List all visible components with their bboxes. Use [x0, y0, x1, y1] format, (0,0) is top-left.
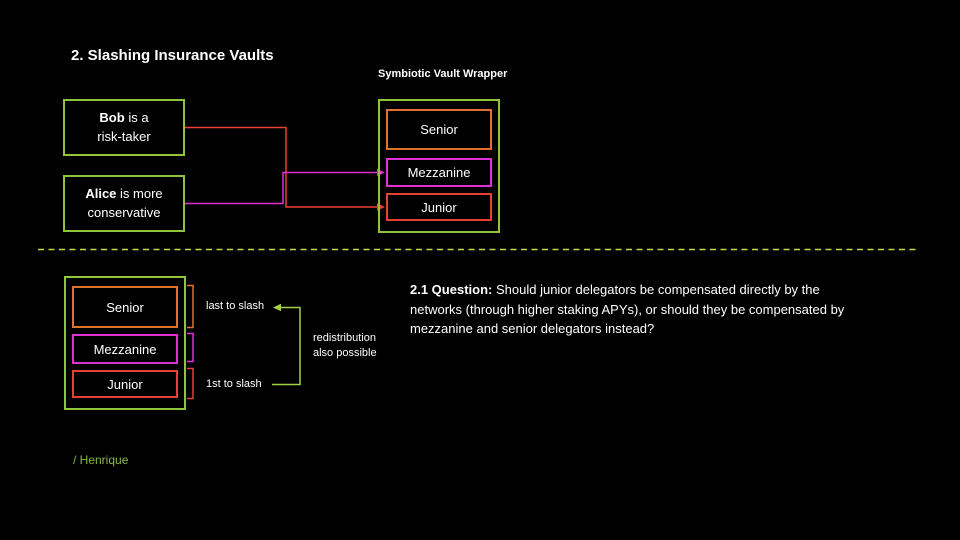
- redistribution-arrowhead: [273, 303, 281, 312]
- redistribution-arrow: [272, 306, 301, 386]
- author-signature: / Henrique: [73, 453, 129, 467]
- redistribution-note: redistribution also possible: [313, 332, 377, 359]
- bottom-tranche-mezzanine: Mezzanine: [72, 334, 178, 364]
- wrapper-junior-label: Junior: [421, 199, 457, 215]
- wrapper-tranche-mezzanine: Mezzanine: [386, 158, 492, 187]
- wrapper-tranche-senior: Senior: [386, 109, 492, 150]
- vault-wrapper-box: Senior Mezzanine Junior: [378, 99, 500, 233]
- wrapper-mezzanine-label: Mezzanine: [407, 165, 471, 180]
- junior-bracket: [187, 367, 194, 400]
- question-body: Should junior delegators be compensated …: [410, 282, 845, 336]
- first-to-slash-label: 1st to slash: [206, 378, 262, 390]
- bottom-mezzanine-label: Mezzanine: [93, 341, 157, 357]
- wrapper-tranche-junior: Junior: [386, 193, 492, 221]
- vault-wrapper-title: Symbiotic Vault Wrapper: [378, 68, 508, 80]
- slashing-order-vault-box: Senior Mezzanine Junior: [64, 276, 186, 410]
- bottom-tranche-senior: Senior: [72, 286, 178, 328]
- question-number: 2.1 Question:: [410, 282, 493, 297]
- bottom-tranche-junior: Junior: [72, 370, 178, 398]
- alice-to-mezzanine-connector: [185, 171, 378, 205]
- mezzanine-bracket: [187, 332, 194, 363]
- bottom-senior-label: Senior: [106, 299, 144, 315]
- question-text: 2.1 Question: Should junior delegators b…: [410, 280, 872, 339]
- senior-bracket: [187, 284, 194, 329]
- wrapper-senior-label: Senior: [420, 122, 458, 137]
- last-to-slash-label: last to slash: [206, 300, 265, 312]
- bob-to-junior-connector: [185, 126, 378, 208]
- page-title: 2. Slashing Insurance Vaults: [71, 47, 274, 64]
- bottom-junior-label: Junior: [107, 376, 143, 392]
